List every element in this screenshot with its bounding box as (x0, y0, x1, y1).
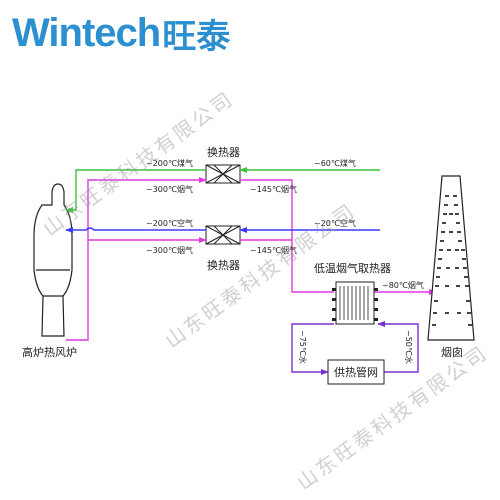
label-gas-60: ~60℃煤气 (314, 158, 356, 168)
heat-exchanger-bottom (205, 225, 241, 245)
label-exchanger-bottom: 换热器 (207, 258, 240, 272)
brand-name-latin: Wintech (12, 10, 161, 55)
label-air-20: ~20℃空气 (314, 218, 356, 228)
heating-network-box (327, 359, 385, 385)
label-heating-network: 供热管网 (334, 365, 378, 379)
flue-gas-line (66, 177, 437, 341)
label-hot-blast-stove: 高炉热风炉 (22, 345, 77, 359)
air-line (65, 227, 380, 233)
heat-exchanger-top (205, 164, 241, 184)
low-temp-heat-extractor (332, 281, 378, 325)
brand-name-cjk: 旺泰 (162, 16, 231, 57)
brand-logo: Wintech 旺泰 (12, 8, 230, 58)
label-flue-300-top: ~300℃烟气 (146, 184, 193, 194)
label-chimney: 烟囱 (441, 345, 463, 359)
label-gas-200: ~200℃煤气 (146, 158, 193, 168)
label-air-200: ~200℃空气 (146, 218, 193, 228)
label-exchanger-top: 换热器 (207, 145, 240, 159)
chimney (427, 175, 475, 341)
label-water-50: ~50℃水 (404, 330, 414, 364)
label-flue-145-top: ~145℃烟气 (250, 184, 297, 194)
label-flue-300-bottom: ~300℃烟气 (146, 245, 193, 255)
label-water-75: ~75℃水 (298, 330, 308, 364)
label-flue-145-bottom: ~145℃烟气 (250, 245, 297, 255)
hot-blast-stove (33, 183, 73, 337)
water-loop (291, 321, 419, 375)
label-flue-80: ~80℃烟气 (382, 280, 424, 290)
label-low-temp-extractor: 低温烟气取热器 (314, 261, 391, 275)
gas-line (65, 167, 380, 213)
